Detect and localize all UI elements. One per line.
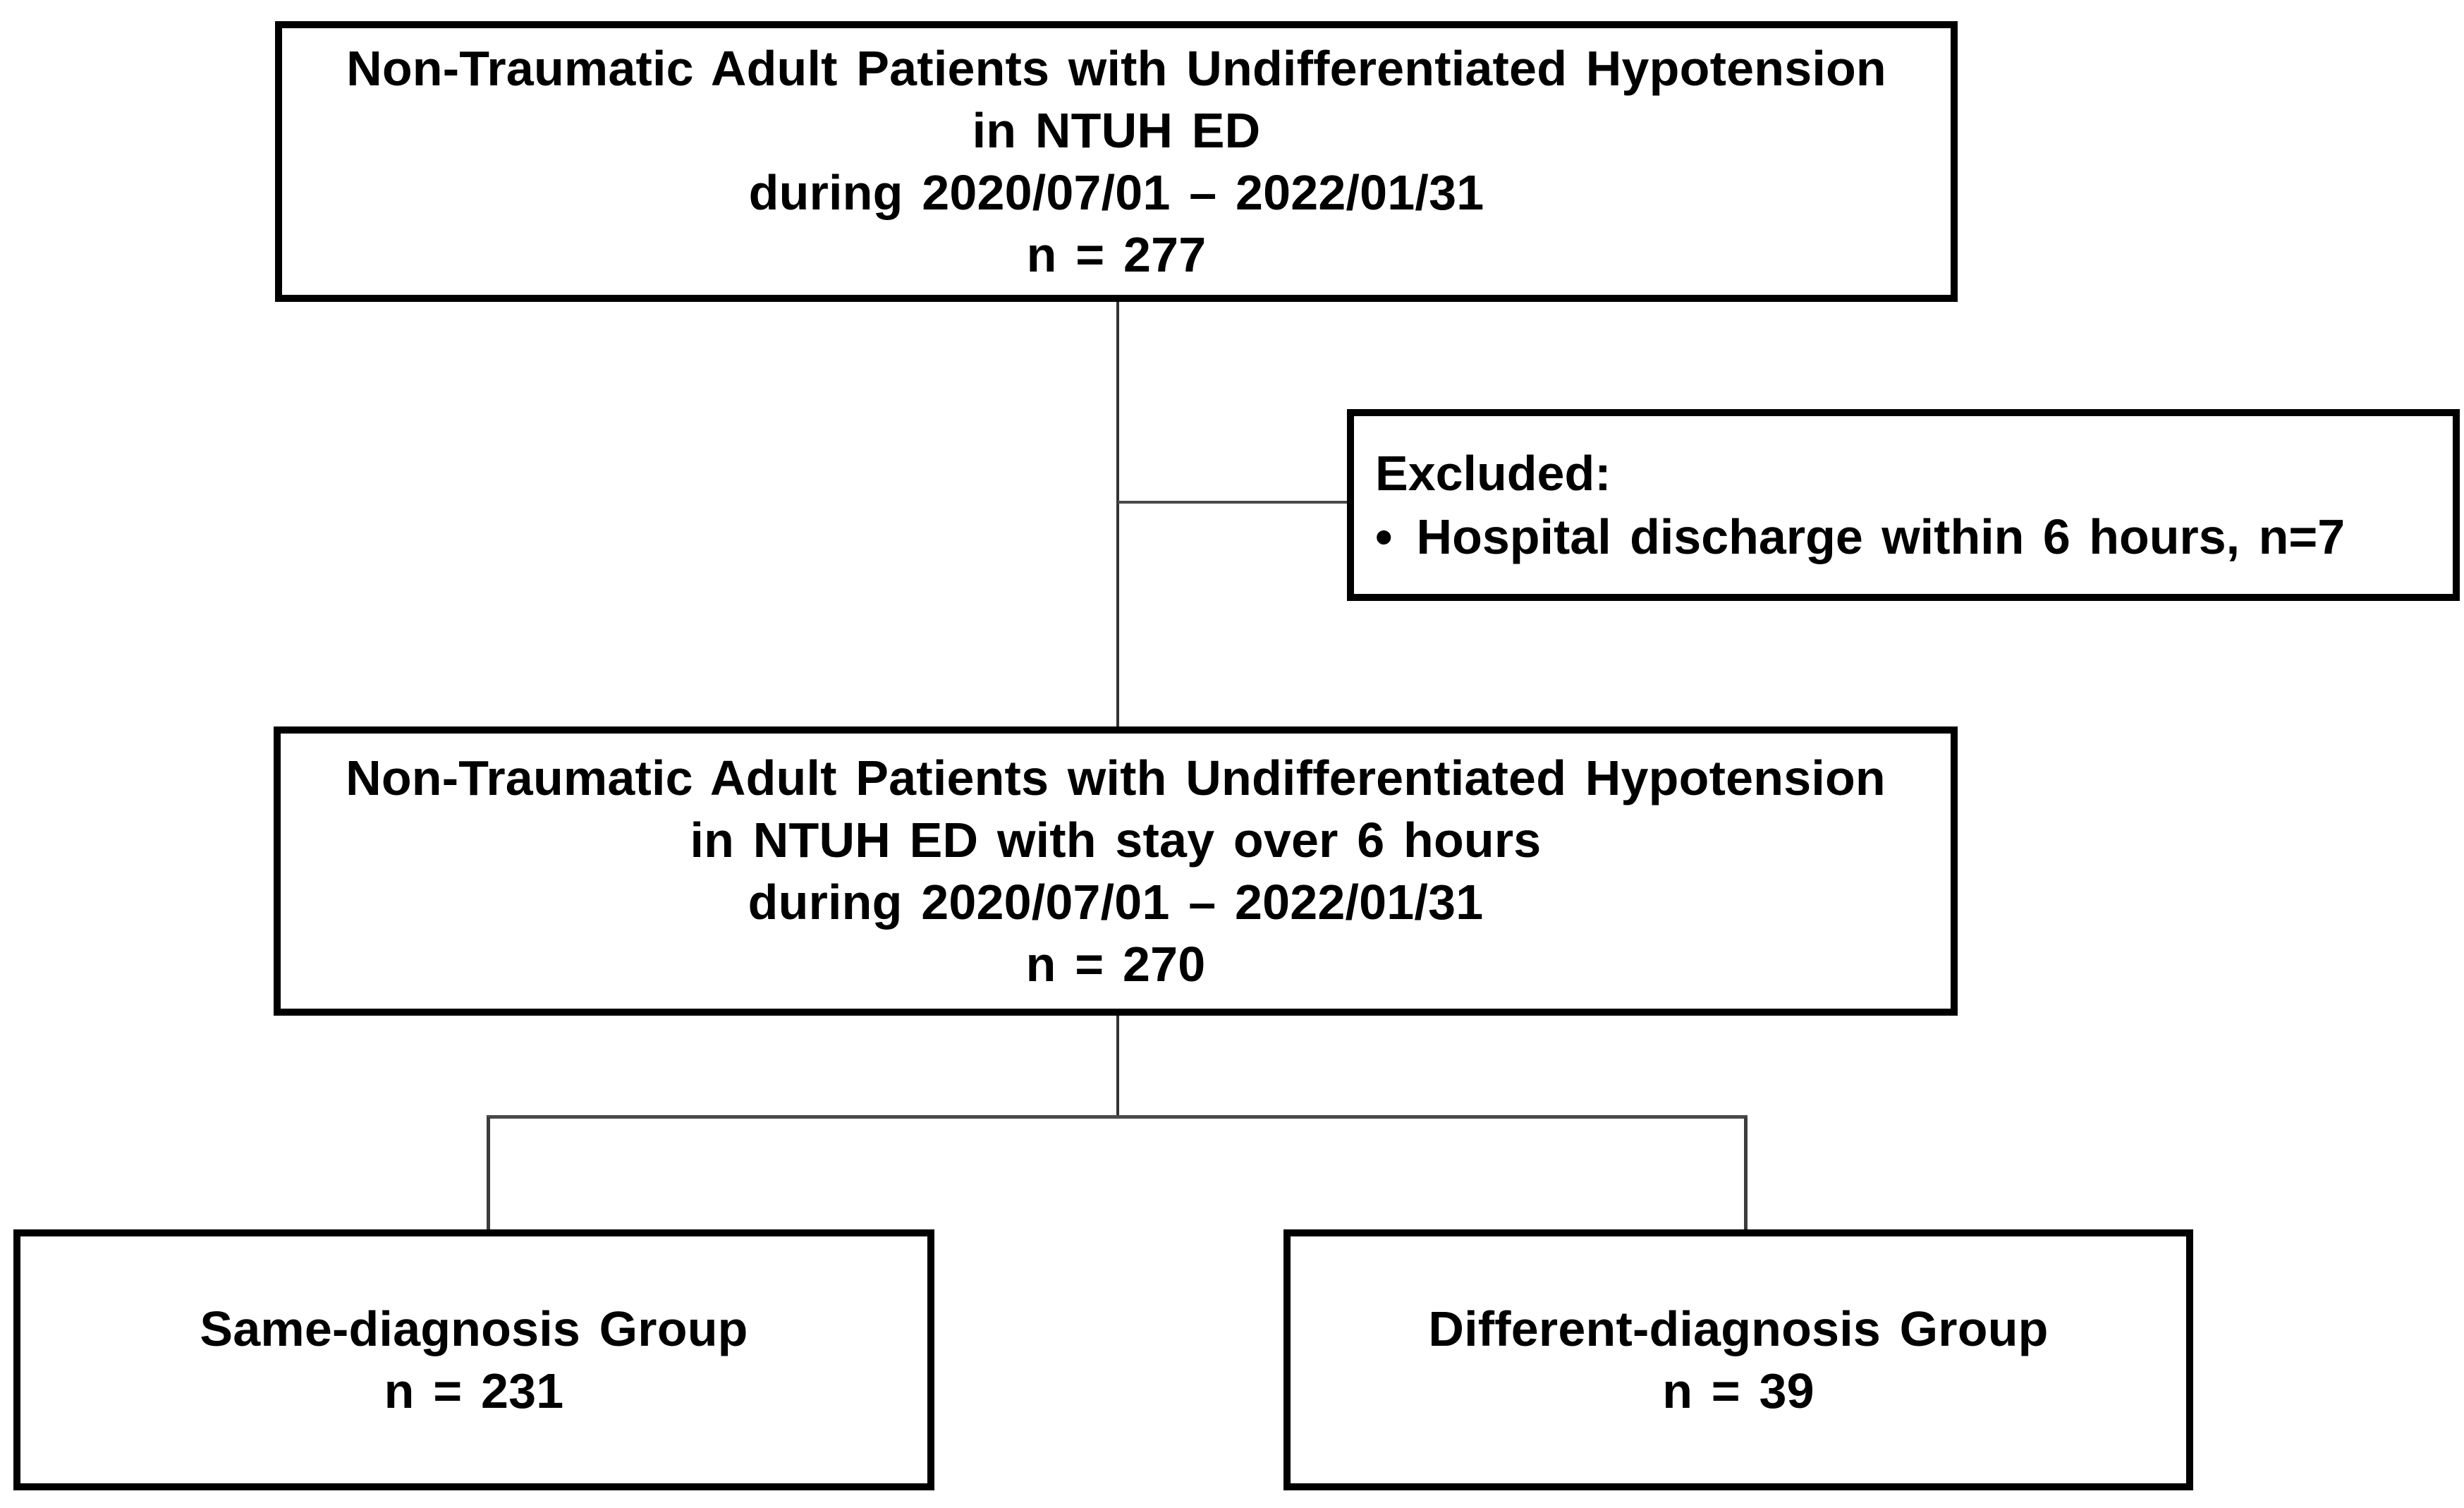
box-text-line: during 2020/07/01 – 2022/01/31 [748, 165, 1484, 220]
box-excluded: Excluded: • Hospital discharge within 6 h… [1347, 409, 2460, 601]
box-text-line: Different-diagnosis Group [1428, 1301, 2049, 1356]
connector-split-right-drop [1744, 1117, 1748, 1231]
connector-initial-to-eligible [1116, 302, 1119, 728]
box-text-line: in NTUH ED with stay over 6 hours [690, 813, 1542, 868]
box-initial-population: Non-Traumatic Adult Patients with Undiff… [275, 21, 1958, 302]
box-text-line: n = 270 [1025, 937, 1206, 992]
box-different-diagnosis-group: Different-diagnosis Group n = 39 [1283, 1229, 2193, 1490]
connector-split-left-drop [487, 1117, 490, 1231]
box-text-line: n = 277 [1026, 227, 1207, 282]
connector-eligible-to-split [1116, 1014, 1119, 1118]
box-same-diagnosis-group: Same-diagnosis Group n = 231 [13, 1229, 934, 1490]
box-text-line: n = 39 [1662, 1363, 1815, 1418]
box-text-line: in NTUH ED [972, 103, 1261, 158]
box-text-line: Non-Traumatic Adult Patients with Undiff… [346, 750, 1886, 805]
box-text-line: Non-Traumatic Adult Patients with Undiff… [346, 41, 1886, 96]
excluded-item-text: Hospital discharge within 6 hours, n=7 [1416, 509, 2346, 564]
connector-excluded-branch [1118, 501, 1348, 504]
box-eligible-population: Non-Traumatic Adult Patients with Undiff… [274, 726, 1958, 1016]
box-text-line: Same-diagnosis Group [200, 1301, 748, 1356]
bullet-icon: • [1375, 509, 1393, 564]
excluded-item: • Hospital discharge within 6 hours, n=7 [1375, 505, 2345, 568]
excluded-heading: Excluded: [1375, 446, 1611, 501]
box-text-line: n = 231 [384, 1363, 564, 1418]
box-text-line: during 2020/07/01 – 2022/01/31 [748, 875, 1484, 930]
connector-split-horizontal [487, 1115, 1748, 1119]
